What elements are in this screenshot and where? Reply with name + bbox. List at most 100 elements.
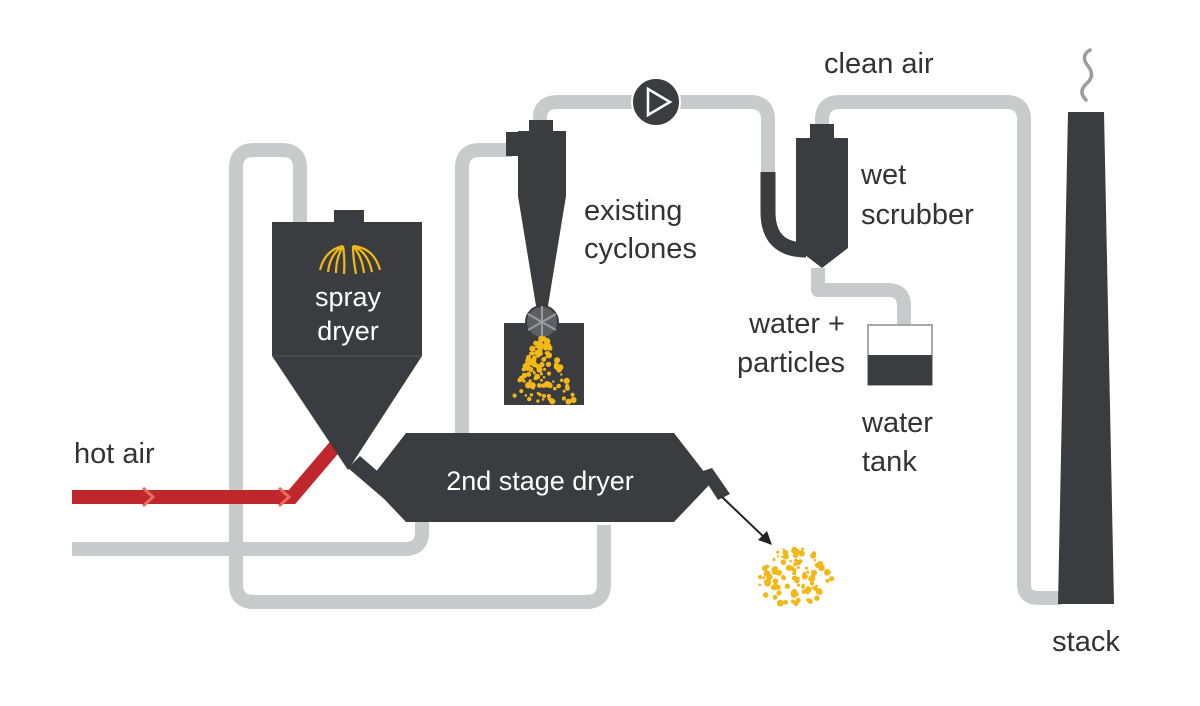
particle-dot [801, 547, 805, 551]
particle-dot [528, 379, 532, 383]
particle-dot [529, 382, 536, 389]
hot-air-pipe [72, 438, 344, 504]
particle-dot [526, 371, 532, 377]
particle-dot [560, 373, 563, 376]
particle-dot [529, 345, 536, 352]
particle-dot [827, 570, 831, 575]
particle-dot [554, 357, 561, 364]
particle-dot [570, 392, 575, 397]
particle-dot [793, 588, 797, 592]
particle-dot [762, 592, 769, 598]
particle-dot [530, 351, 535, 356]
particle-dot [562, 389, 566, 393]
particle-dot [776, 599, 784, 607]
cyclone-granules [512, 335, 577, 405]
particle-dot [810, 569, 818, 576]
cyclone-body [518, 131, 566, 318]
pipes [72, 95, 1062, 609]
particle-dot [542, 376, 546, 379]
particle-dot [781, 555, 784, 558]
cyclone-cap [529, 120, 553, 134]
particle-dot [546, 394, 552, 399]
particle-dot [776, 555, 780, 558]
particle-dot [776, 550, 780, 554]
particle-dot [541, 383, 546, 388]
particle-dot [545, 351, 550, 355]
particle-dot [796, 583, 801, 587]
dryer-outlet [700, 468, 730, 500]
particle-dot [526, 365, 531, 370]
particle-dot [540, 378, 543, 382]
particle-dot [804, 588, 810, 594]
particle-dot [541, 336, 545, 340]
particle-dot [539, 361, 545, 368]
particle-dot [541, 393, 547, 399]
particle-dot [772, 594, 778, 600]
particle-dot [810, 552, 817, 559]
particle-dot [529, 393, 534, 397]
scrubber-body [796, 138, 848, 268]
particle-dot [552, 380, 555, 383]
rotary-valve-icon [525, 305, 559, 339]
particle-dot [804, 566, 808, 570]
spray-dryer: spray dryer [272, 210, 422, 470]
particle-dot [546, 371, 552, 376]
particle-dot [766, 573, 773, 580]
particle-dot [770, 584, 777, 591]
water-tank-label-1: water [861, 407, 933, 439]
particle-dot [797, 576, 800, 580]
particle-dot [785, 564, 793, 571]
particle-dot [539, 372, 544, 376]
particle-dot [772, 558, 776, 562]
pipe-clean-air [815, 95, 1062, 605]
particle-dot [556, 383, 561, 389]
water-particles-label-2: particles [737, 347, 845, 379]
particle-dot [553, 386, 557, 391]
particle-dot [544, 356, 547, 360]
particle-dot [542, 343, 549, 350]
play-circle-icon [631, 77, 681, 127]
pipe-outer-loop [229, 143, 611, 609]
particle-dot [794, 548, 800, 554]
particle-dot [814, 562, 820, 568]
particle-dot [563, 377, 570, 384]
arrow-head-icon [758, 531, 772, 545]
particle-dot [524, 394, 528, 397]
stack [1058, 48, 1114, 604]
particle-dot [798, 550, 805, 557]
particle-dot [553, 362, 559, 368]
discharge-arrow [721, 496, 766, 539]
water-tank [867, 324, 933, 386]
flow-arrow-icon [277, 486, 292, 508]
cyclone-label-1: existing [584, 195, 682, 227]
particle-dot [532, 370, 536, 373]
particle-dot [808, 575, 816, 582]
particle-dot [782, 549, 789, 556]
stack-body [1058, 112, 1114, 604]
particle-dot [784, 583, 791, 589]
particle-dot [793, 575, 798, 580]
particle-dot [536, 353, 540, 358]
second-stage-dryer-label: 2nd stage dryer [446, 466, 634, 496]
particle-dot [521, 372, 528, 379]
particle-dot [814, 584, 818, 588]
particle-dot [763, 579, 770, 585]
particle-dot [533, 376, 538, 381]
smoke-wisp-icon [1080, 48, 1094, 102]
particle-dot [809, 581, 815, 586]
particle-dot [806, 570, 810, 574]
spray-dryer-cap [334, 210, 364, 225]
particle-dot [792, 568, 797, 573]
scrubber-cap [810, 124, 834, 140]
water-tank-fill [868, 355, 932, 385]
clean-air-label: clean air [824, 48, 934, 80]
particle-dot [519, 389, 524, 394]
product-granules [758, 546, 835, 607]
cyclone-label-2: cyclones [584, 233, 697, 265]
particle-dot [534, 363, 540, 369]
particle-dot [782, 577, 786, 581]
particle-dot [765, 564, 770, 569]
particle-dot [547, 397, 551, 401]
particle-dot [527, 396, 532, 402]
